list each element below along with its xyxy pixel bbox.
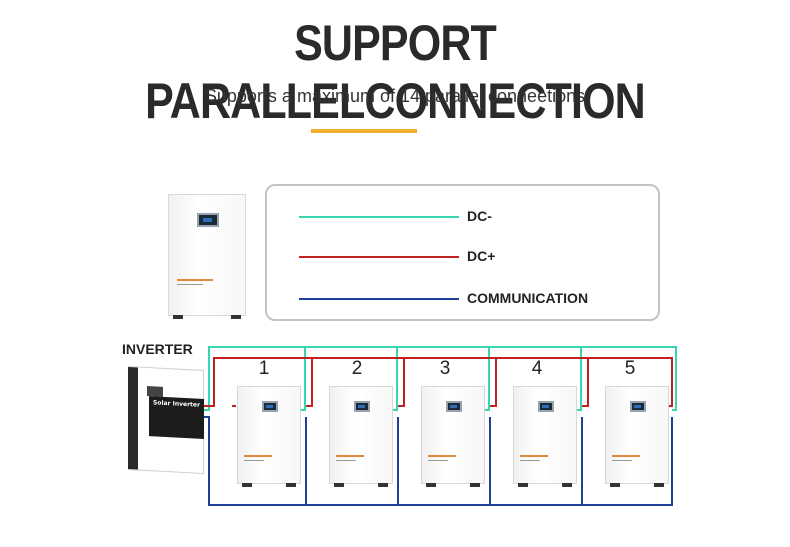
battery-number: 1 (258, 358, 270, 379)
battery-foot (231, 315, 241, 319)
accent-divider (311, 129, 417, 133)
battery-brand-mark (520, 455, 548, 457)
battery-brand-subtext (177, 284, 203, 285)
inverter-side-panel (128, 367, 138, 470)
battery-foot (378, 483, 388, 487)
battery-unit-2 (329, 386, 393, 487)
battery-display (630, 401, 646, 412)
battery-number: 5 (624, 358, 636, 379)
battery-foot (610, 483, 620, 487)
battery-foot (426, 483, 436, 487)
legend-line-communication (299, 298, 459, 300)
battery-brand-mark (177, 279, 213, 281)
battery-foot (242, 483, 252, 487)
legend: DC- DC+ COMMUNICATION (265, 184, 660, 321)
inverter-brand-text: Solar Inverter (153, 399, 200, 409)
legend-label-dc-plus: DC+ (467, 248, 496, 264)
showcase-battery (168, 194, 246, 319)
legend-label-dc-minus: DC- (467, 208, 492, 224)
battery-brand-subtext (612, 460, 632, 461)
page-title: SUPPORT PARALLELCONNECTION (145, 15, 646, 129)
battery-brand-subtext (428, 460, 448, 461)
battery-brand-subtext (520, 460, 540, 461)
battery-unit-4 (513, 386, 577, 487)
battery-brand-subtext (336, 460, 356, 461)
battery-brand-mark (428, 455, 456, 457)
legend-line-dc-minus (299, 216, 459, 218)
battery-unit-5 (605, 386, 669, 487)
battery-display (538, 401, 554, 412)
battery-unit-3 (421, 386, 485, 487)
battery-foot (173, 315, 183, 319)
battery-display (197, 213, 219, 227)
battery-number: 4 (531, 358, 543, 379)
legend-label-communication: COMMUNICATION (467, 290, 589, 306)
battery-number: 3 (439, 358, 451, 379)
battery-brand-mark (336, 455, 364, 457)
battery-foot (518, 483, 528, 487)
battery-display (354, 401, 370, 412)
battery-brand-mark (244, 455, 272, 457)
inverter-control-band: Solar Inverter (149, 396, 204, 439)
battery-foot (654, 483, 664, 487)
battery-foot (334, 483, 344, 487)
inverter-label: INVERTER (122, 341, 193, 357)
battery-brand-subtext (244, 460, 264, 461)
battery-foot (470, 483, 480, 487)
battery-display (262, 401, 278, 412)
battery-brand-mark (612, 455, 640, 457)
battery-foot (286, 483, 296, 487)
battery-unit-1 (237, 386, 301, 487)
battery-number: 2 (351, 358, 363, 379)
inverter-device: Solar Inverter (128, 366, 204, 474)
battery-display (446, 401, 462, 412)
page-subtitle: Supports a maximum of 14 parallel connee… (204, 86, 586, 106)
battery-foot (562, 483, 572, 487)
legend-line-dc-plus (299, 256, 459, 258)
